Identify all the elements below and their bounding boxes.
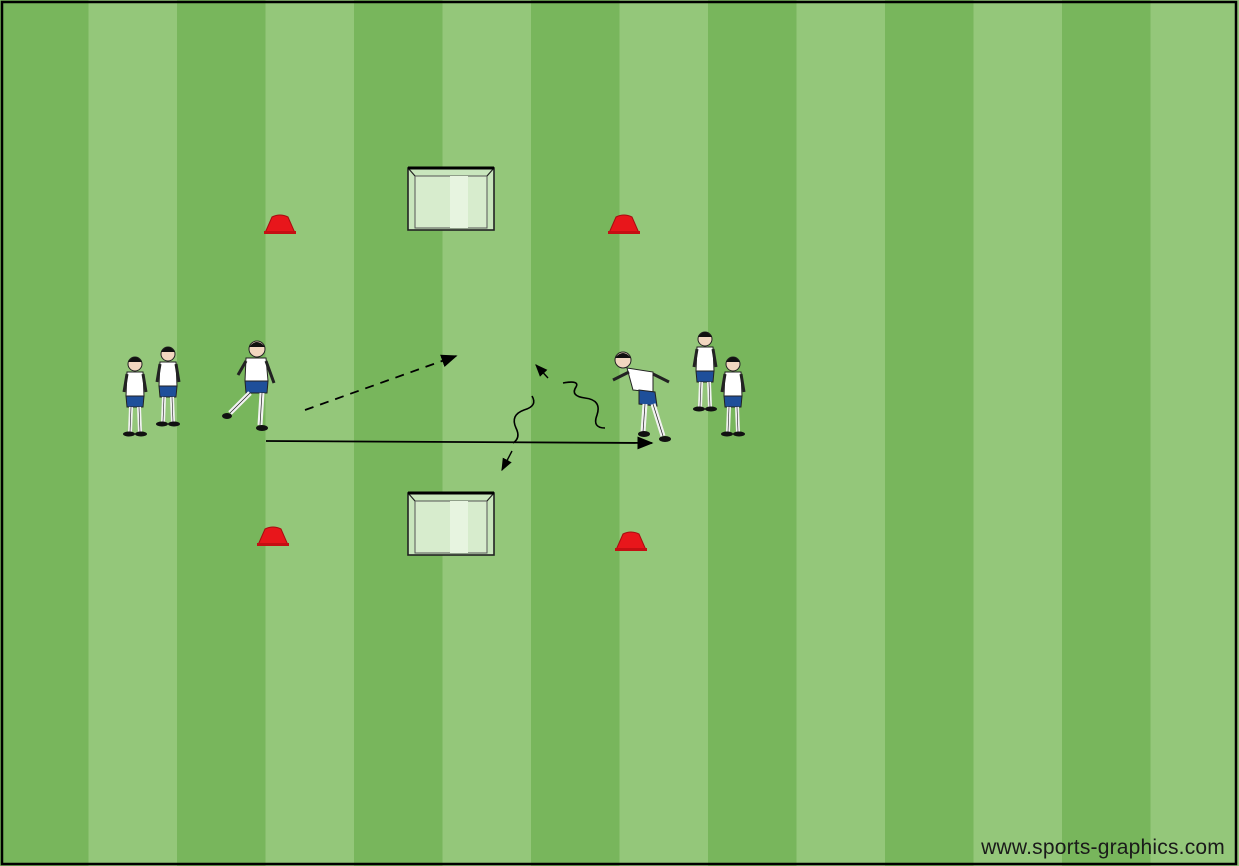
field-stripe xyxy=(796,0,886,866)
arrowhead-down xyxy=(501,450,513,472)
field-stripe xyxy=(973,0,1063,866)
dribble-arrow-wavy xyxy=(562,381,606,429)
watermark-text: www.sports-graphics.com xyxy=(981,836,1225,859)
field-stripe xyxy=(1150,0,1239,866)
field-stripe xyxy=(265,0,355,866)
field-stripe xyxy=(885,0,975,866)
run-arrow-dashed xyxy=(304,354,458,411)
field-stripe xyxy=(0,0,90,866)
player-icon-attacker xyxy=(222,340,276,431)
goal-top xyxy=(406,166,496,232)
field-stripe xyxy=(708,0,798,866)
field-stripe xyxy=(354,0,444,866)
field-stripe xyxy=(531,0,621,866)
pass-arrow-solid xyxy=(265,436,654,450)
field-stripe xyxy=(1062,0,1152,866)
goal-bottom xyxy=(406,491,496,557)
dribble-arrow-wavy xyxy=(512,395,535,444)
field-stripe xyxy=(177,0,267,866)
player-icon-defender xyxy=(612,351,671,442)
arrowhead-up xyxy=(535,364,549,379)
field-stripe xyxy=(442,0,532,866)
